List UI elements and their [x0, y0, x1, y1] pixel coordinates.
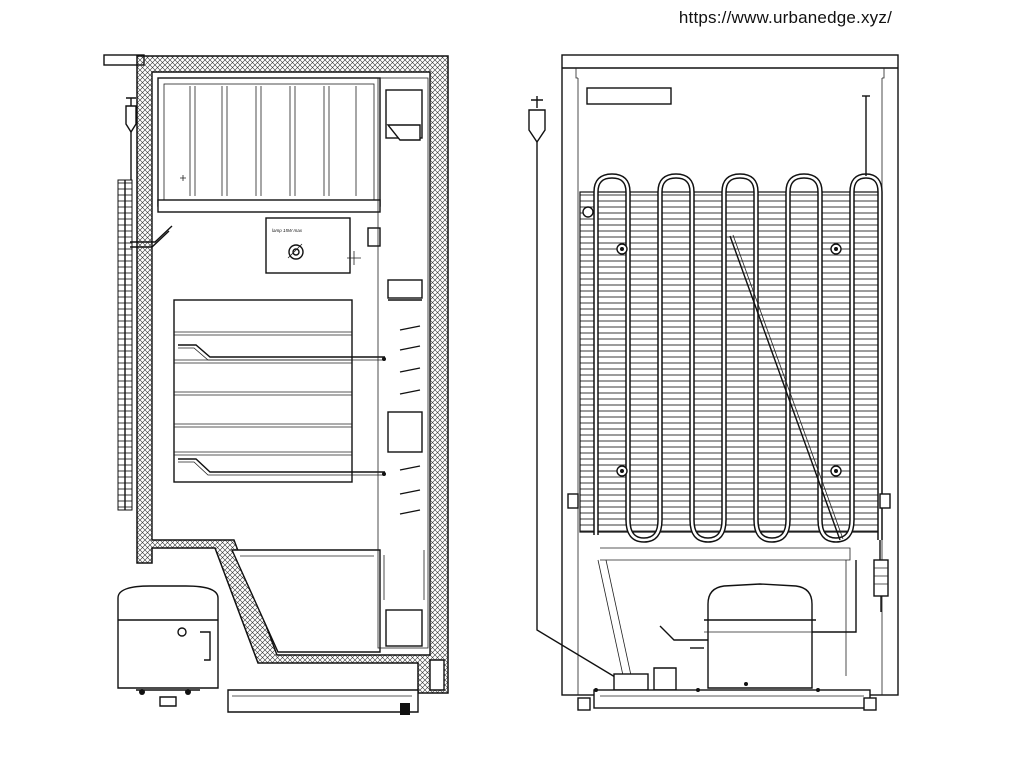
back-compressor: [659, 560, 857, 689]
side-compressor: [117, 585, 219, 707]
plug-icon-back: [528, 96, 621, 681]
condenser-coil: [579, 173, 883, 543]
lamp-housing: lamp 15W max: [265, 217, 381, 274]
thermostat-knob: [288, 244, 304, 260]
plug-icon: [125, 97, 137, 180]
side-condenser: [117, 179, 133, 511]
crisper-drawer: [230, 549, 381, 653]
back-view: [528, 54, 899, 711]
relay-box: [613, 673, 649, 691]
rating-label-plate: [586, 87, 672, 105]
door-section: [377, 77, 429, 649]
freezer-compartment: [157, 77, 381, 213]
filter-dryer: [873, 559, 889, 597]
shelves: [173, 299, 386, 483]
side-section-view: lamp 15W max: [103, 54, 449, 715]
source-url: https://www.urbanedge.xyz/: [678, 8, 892, 27]
lamp-label: lamp 15W max: [272, 228, 303, 233]
back-base: [593, 689, 871, 709]
base-tray: [227, 689, 419, 713]
